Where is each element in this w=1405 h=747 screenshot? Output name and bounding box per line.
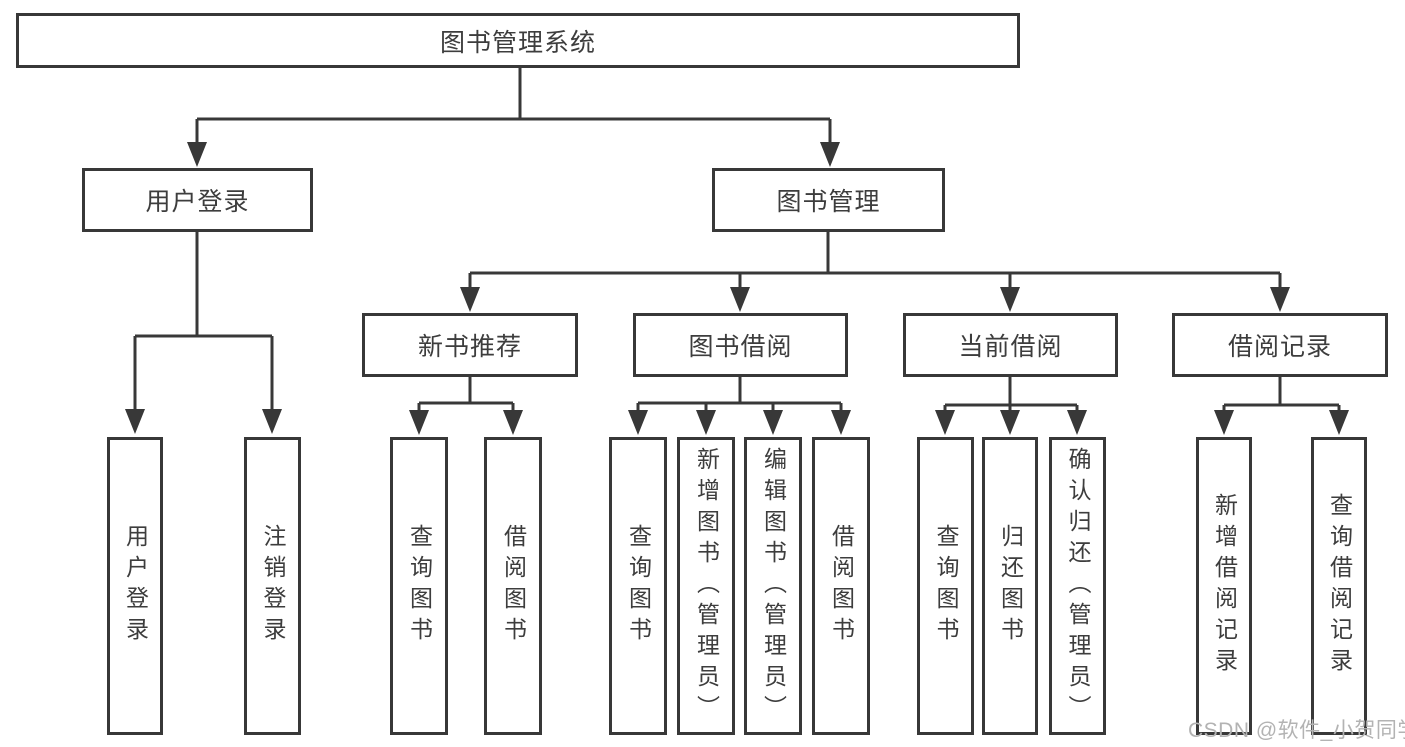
csdn-watermark: CSDN @软件_小贺同学: [1188, 719, 1405, 742]
node-user-login-label: 用户登录: [145, 188, 250, 216]
node-new-book-recommendation-label: 新书推荐: [417, 333, 522, 361]
leaf-query-books-borrowing-label: 查询图书: [625, 524, 652, 648]
leaf-return-books-label: 归还图书: [997, 524, 1024, 648]
leaf-add-borrow-record-label: 新增借阅记录: [1211, 493, 1238, 679]
leaf-borrow-books-recommend: 借阅图书: [484, 437, 542, 735]
node-library-system: 图书管理系统: [16, 13, 1020, 68]
node-borrowing-records: 借阅记录: [1172, 313, 1388, 377]
node-current-borrowing: 当前借阅: [903, 313, 1118, 377]
leaf-query-books-current-label: 查询图书: [933, 524, 959, 648]
leaf-borrow-books-borrowing-label: 借阅图书: [828, 524, 855, 648]
node-book-management-label: 图书管理: [776, 188, 881, 216]
leaf-query-books-recommend: 查询图书: [390, 437, 448, 735]
leaf-query-borrow-record-label: 查询借阅记录: [1326, 493, 1353, 679]
node-current-borrowing-label: 当前借阅: [958, 333, 1063, 361]
leaf-confirm-return-admin-label: 确认归还（管理员）: [1065, 446, 1091, 726]
leaf-query-books-recommend-label: 查询图书: [406, 524, 433, 648]
node-book-borrowing: 图书借阅: [633, 313, 848, 377]
leaf-user-login-label: 用户登录: [122, 524, 149, 648]
leaf-return-books: 归还图书: [982, 437, 1038, 735]
node-book-borrowing-label: 图书借阅: [688, 333, 793, 361]
node-library-system-label: 图书管理系统: [439, 28, 596, 57]
leaf-add-books-admin: 新增图书（管理员）: [677, 437, 735, 735]
leaf-borrow-books-recommend-label: 借阅图书: [500, 524, 527, 648]
leaf-logout-label: 注销登录: [260, 524, 286, 648]
node-borrowing-records-label: 借阅记录: [1227, 333, 1332, 361]
leaf-edit-books-admin: 编辑图书（管理员）: [744, 437, 802, 735]
leaf-query-books-borrowing: 查询图书: [609, 437, 667, 735]
node-user-login: 用户登录: [82, 168, 313, 232]
leaf-query-borrow-record: 查询借阅记录: [1311, 437, 1367, 735]
leaf-edit-books-admin-label: 编辑图书（管理员）: [760, 446, 787, 726]
node-book-management: 图书管理: [712, 168, 945, 232]
leaf-user-login: 用户登录: [107, 437, 163, 735]
leaf-logout: 注销登录: [244, 437, 301, 735]
leaf-query-books-current: 查询图书: [917, 437, 974, 735]
leaf-borrow-books-borrowing: 借阅图书: [812, 437, 870, 735]
leaf-add-borrow-record: 新增借阅记录: [1196, 437, 1252, 735]
leaf-confirm-return-admin: 确认归还（管理员）: [1049, 437, 1106, 735]
leaf-add-books-admin-label: 新增图书（管理员）: [693, 446, 720, 726]
node-new-book-recommendation: 新书推荐: [362, 313, 578, 377]
